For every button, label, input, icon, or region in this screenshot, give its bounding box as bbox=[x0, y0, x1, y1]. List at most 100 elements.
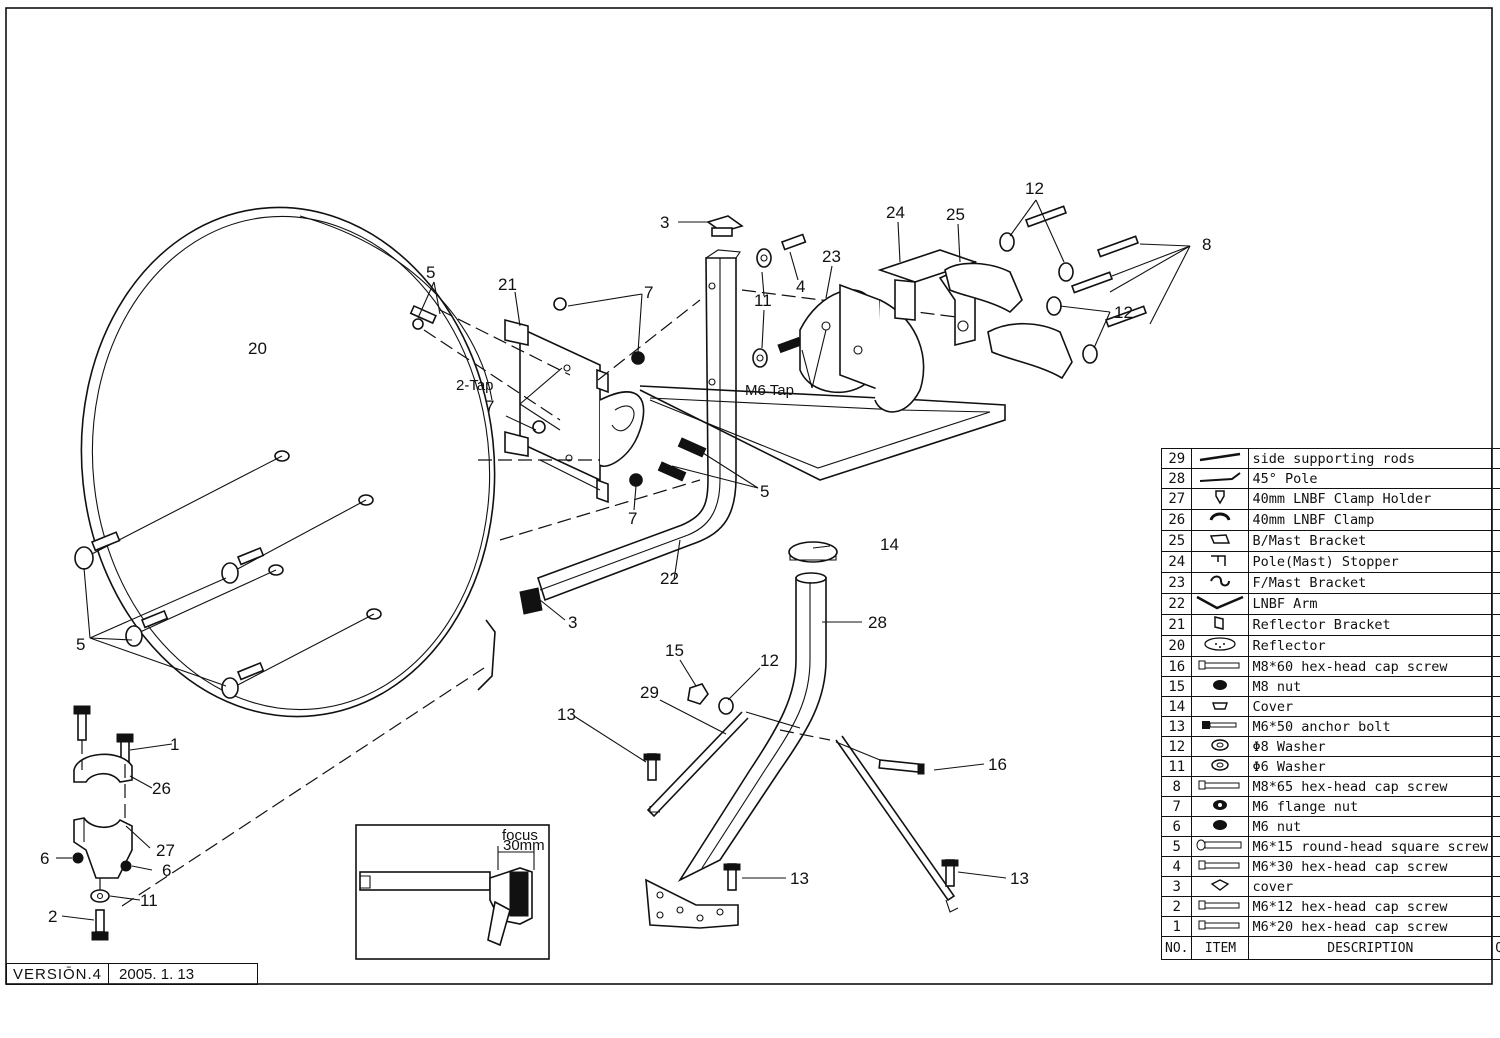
anchor-bolt-icon bbox=[1200, 719, 1240, 735]
callout-12a: 12 bbox=[1025, 179, 1044, 198]
parts-row: 5M6*15 round-head square screw8 bbox=[1162, 837, 1500, 857]
parts-row: 23F/Mast Bracket1 bbox=[1162, 573, 1500, 594]
part-description: cover bbox=[1249, 877, 1492, 897]
part-description: Φ8 Washer bbox=[1249, 737, 1492, 757]
part-number: 21 bbox=[1162, 615, 1192, 636]
part-qty: 3 bbox=[1492, 757, 1500, 777]
callout-22: 22 bbox=[660, 569, 679, 588]
callout-6b: 6 bbox=[162, 861, 171, 880]
parts-row: 6M6 nut2 bbox=[1162, 817, 1500, 837]
part-qty: 1 bbox=[1492, 489, 1500, 510]
part-item bbox=[1192, 817, 1249, 837]
cap-icon bbox=[1209, 880, 1231, 896]
part-number: 25 bbox=[1162, 531, 1192, 552]
part-number: 28 bbox=[1162, 469, 1192, 489]
callout-4: 4 bbox=[796, 277, 805, 296]
screw-icon bbox=[1197, 859, 1243, 875]
parts-header-row: NO.ITEMDESCRIPTIONQ'TY bbox=[1162, 937, 1500, 960]
part-item bbox=[1192, 777, 1249, 797]
callout-7b: 7 bbox=[485, 397, 494, 416]
part-number: 13 bbox=[1162, 717, 1192, 737]
part-description: M6*12 hex-head cap screw bbox=[1249, 897, 1492, 917]
part-qty: 6 bbox=[1492, 717, 1500, 737]
focus-inset: focus 30mm bbox=[356, 825, 549, 959]
part-description: LNBF Arm bbox=[1249, 594, 1492, 615]
parts-row: 11 Φ6 Washer3 bbox=[1162, 757, 1500, 777]
washer-icon bbox=[1209, 740, 1231, 756]
callout-21: 21 bbox=[498, 275, 517, 294]
part-description: F/Mast Bracket bbox=[1249, 573, 1492, 594]
part-description: 40mm LNBF Clamp bbox=[1249, 510, 1492, 531]
part-number: 7 bbox=[1162, 797, 1192, 817]
clamp-holder-icon bbox=[1210, 493, 1230, 509]
part-qty: 8 bbox=[1492, 797, 1500, 817]
part-qty: 1 bbox=[1492, 657, 1500, 677]
part-description: Pole(Mast) Stopper bbox=[1249, 552, 1492, 573]
part-qty: 1 bbox=[1492, 552, 1500, 573]
part-number: 22 bbox=[1162, 594, 1192, 615]
part-number: 26 bbox=[1162, 510, 1192, 531]
callout-11a: 11 bbox=[754, 291, 772, 310]
part-item bbox=[1192, 449, 1249, 469]
stopper-icon bbox=[1208, 556, 1232, 572]
part-item bbox=[1192, 837, 1249, 857]
part-item bbox=[1192, 573, 1249, 594]
part-qty: 2 bbox=[1492, 817, 1500, 837]
callout-26: 26 bbox=[152, 779, 171, 798]
callout-1: 1 bbox=[170, 735, 179, 754]
part-description: M6*30 hex-head cap screw bbox=[1249, 857, 1492, 877]
part-item bbox=[1192, 510, 1249, 531]
part-number: 11 bbox=[1162, 757, 1192, 777]
part-description: M8*60 hex-head cap screw bbox=[1249, 657, 1492, 677]
part-qty: 1 bbox=[1492, 897, 1500, 917]
part-qty: 2 bbox=[1492, 531, 1500, 552]
part-item bbox=[1192, 531, 1249, 552]
washer-icon bbox=[1209, 760, 1231, 776]
header-description: DESCRIPTION bbox=[1249, 937, 1492, 960]
screw-icon bbox=[1197, 779, 1243, 795]
arm-icon bbox=[1195, 598, 1245, 614]
part-item bbox=[1192, 657, 1249, 677]
reflector-icon bbox=[1202, 640, 1238, 656]
version-date: 2005. 1. 13 bbox=[109, 966, 204, 983]
part-item bbox=[1192, 857, 1249, 877]
callout-11b: 11 bbox=[140, 891, 158, 910]
part-qty: 1 bbox=[1492, 615, 1500, 636]
part-description: M6 nut bbox=[1249, 817, 1492, 837]
part-number: 2 bbox=[1162, 897, 1192, 917]
focus-value: 30mm bbox=[503, 837, 545, 854]
part-description: Φ6 Washer bbox=[1249, 757, 1492, 777]
reflector-holes bbox=[269, 451, 381, 619]
callout-5a: 5 bbox=[426, 263, 435, 282]
callout-28: 28 bbox=[868, 613, 887, 632]
callout-5c: 5 bbox=[760, 482, 769, 501]
nut-icon bbox=[1210, 680, 1230, 696]
callout-14: 14 bbox=[880, 535, 899, 554]
callout-27: 27 bbox=[156, 841, 175, 860]
flange-nut-icon bbox=[1210, 800, 1230, 816]
clamp-icon bbox=[1208, 514, 1232, 530]
part-qty: 1 bbox=[1492, 573, 1500, 594]
header-qty: Q'TY bbox=[1492, 937, 1500, 960]
part-qty: 2 bbox=[1492, 917, 1500, 937]
part-qty: 1 bbox=[1492, 677, 1500, 697]
callout-20: 20 bbox=[248, 339, 267, 358]
callout-25: 25 bbox=[946, 205, 965, 224]
part-qty: 2 bbox=[1492, 877, 1500, 897]
part-description: M6*15 round-head square screw bbox=[1249, 837, 1492, 857]
bracket-icon bbox=[1208, 535, 1232, 551]
part-item bbox=[1192, 469, 1249, 489]
part-description: M8 nut bbox=[1249, 677, 1492, 697]
part-item bbox=[1192, 697, 1249, 717]
part-number: 14 bbox=[1162, 697, 1192, 717]
